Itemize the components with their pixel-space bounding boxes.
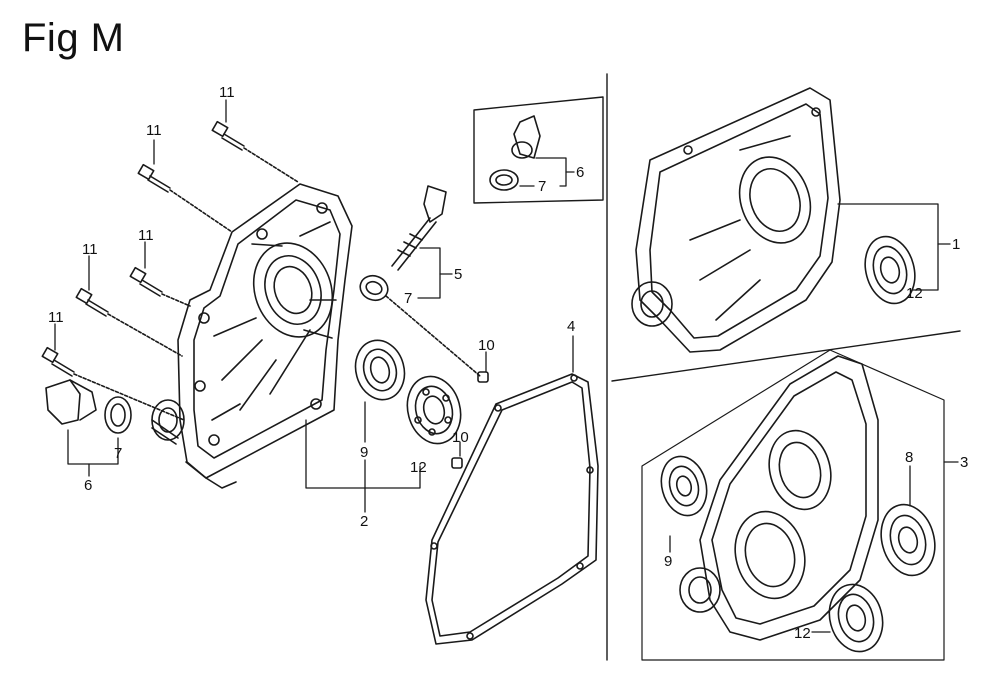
callout-cover-assy-3: 3	[960, 454, 968, 471]
bolts	[41, 120, 299, 421]
bolt-d	[75, 287, 183, 357]
leader-lines	[54, 99, 959, 633]
seal-and-bearing-main	[354, 339, 462, 445]
callout-seal-9: 9	[360, 444, 368, 461]
callout-bolt-a: 11	[219, 84, 235, 101]
panel-dividers	[473, 73, 961, 661]
bolt-a	[211, 120, 299, 183]
callout-dowel-a: 10	[478, 337, 495, 354]
dowel-pins	[451, 371, 489, 469]
gasket	[425, 373, 599, 645]
callout-cover-3-bearing-8: 8	[905, 449, 913, 466]
dipstick-main	[359, 185, 481, 377]
callout-fill-cap-oring: 7	[114, 445, 122, 462]
bolt-c	[129, 266, 191, 307]
callout-dipstick-assy: 5	[454, 266, 462, 283]
callout-dipstick-oring: 7	[404, 290, 412, 307]
callout-bolt-c: 11	[138, 227, 154, 244]
callout-gasket: 4	[567, 318, 575, 335]
crankcase-cover-assy-1	[631, 87, 916, 353]
callout-labels: 11 11 11 11 11 7 6 9 12 2 5 7 10 10 4 6 …	[48, 84, 968, 642]
callout-inset-oring: 7	[538, 178, 546, 195]
callout-cover-3-seal: 9	[664, 553, 672, 570]
oil-fill-cap-left	[45, 379, 185, 445]
inset-cap	[489, 115, 541, 191]
callout-bolt-b: 11	[146, 122, 162, 139]
callout-seal-assy: 2	[360, 513, 368, 530]
callout-dowel-b: 10	[452, 429, 469, 446]
inset-box	[473, 96, 604, 204]
figure-title: Fig M	[22, 16, 125, 60]
callout-fill-cap-assy: 6	[84, 477, 92, 494]
bolt-b	[137, 163, 233, 233]
bolt-e	[41, 346, 185, 421]
callout-inset-cap-assy: 6	[576, 164, 584, 181]
callout-cover-1-bearing: 12	[906, 285, 923, 302]
callout-bolt-d: 11	[82, 241, 98, 258]
callout-bolt-e: 11	[48, 309, 64, 326]
callout-cover-3-bearing-12: 12	[794, 625, 811, 642]
crankcase-cover-main	[177, 183, 353, 489]
crankcase-cover-assy-3	[641, 349, 945, 661]
callout-bearing-12: 12	[410, 459, 427, 476]
callout-cover-assy-1: 1	[952, 236, 960, 253]
